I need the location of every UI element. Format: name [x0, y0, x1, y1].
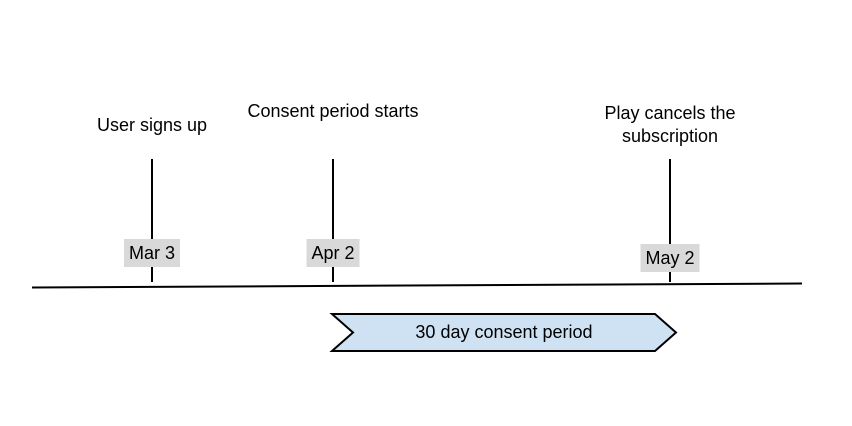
event-tick-line — [151, 159, 153, 282]
event-date-label: Apr 2 — [306, 239, 360, 267]
event-tick-line — [332, 159, 334, 282]
consent-period-banner-label: 30 day consent period — [415, 322, 593, 342]
consent-period-banner-shape — [329, 313, 678, 352]
event-date-label: Mar 3 — [123, 239, 181, 267]
event-label: Play cancels the subscription — [604, 103, 736, 146]
event-date-label: May 2 — [640, 244, 700, 272]
event-tick-line — [669, 159, 671, 282]
event-label: Consent period starts — [247, 101, 419, 121]
timeline-axis-line — [31, 282, 803, 289]
event-label: User signs up — [96, 115, 208, 135]
